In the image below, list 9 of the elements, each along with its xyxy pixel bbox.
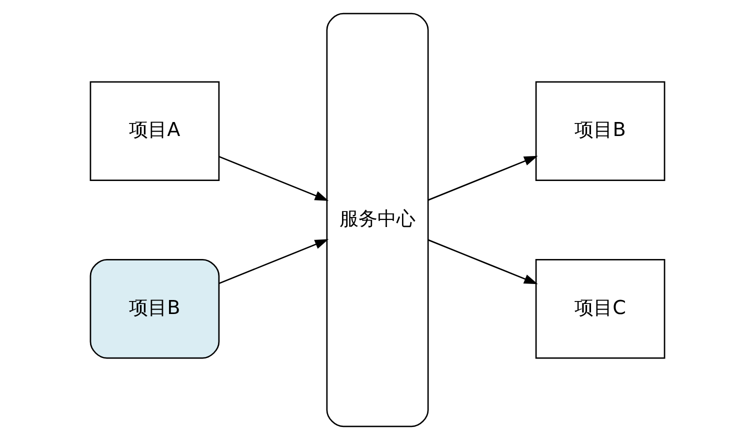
node-box: 项目B (89, 258, 220, 359)
arrow (428, 239, 538, 284)
node-box: 项目B (534, 81, 665, 182)
node-box: 服务中心 (326, 12, 428, 428)
node-box: 项目A (89, 81, 220, 182)
arrow (218, 156, 328, 201)
node-box: 项目C (534, 258, 665, 359)
arrow (218, 239, 328, 284)
arrow (428, 156, 538, 201)
